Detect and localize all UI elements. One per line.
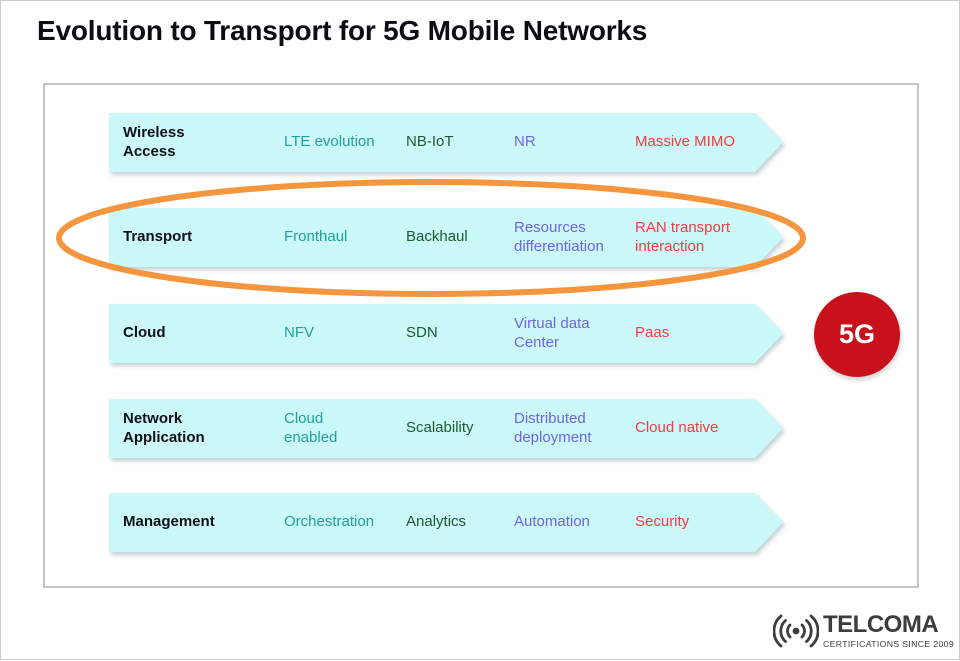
band-cloud: Cloud NFV SDN Virtual data Center Paas: [109, 304, 783, 363]
content-panel: Wireless Access LTE evolution NB-IoT NR …: [43, 83, 919, 588]
row-label: Cloud: [123, 324, 166, 342]
row-item: Scalability: [406, 419, 474, 437]
row-label: Management: [123, 513, 215, 531]
radio-signal-icon: [773, 614, 819, 648]
band-transport: Transport Fronthaul Backhaul Resources d…: [109, 208, 783, 267]
arrow-band: Network Application Cloud enabled Scalab…: [109, 399, 783, 458]
row-item: NFV: [284, 324, 314, 342]
row-item: Paas: [635, 324, 670, 342]
row-item: Automation: [514, 513, 590, 531]
row-item: Distributed deployment: [514, 410, 592, 446]
row-item: SDN: [406, 324, 438, 342]
arrow-band: Cloud NFV SDN Virtual data Center Paas: [109, 304, 783, 363]
band-network-application: Network Application Cloud enabled Scalab…: [109, 399, 783, 458]
logo-tagline: CERTIFICATIONS SINCE 2009: [823, 639, 955, 649]
row-item: Resources differentiation: [514, 219, 604, 255]
row-item: NR: [514, 133, 536, 151]
band-wireless-access: Wireless Access LTE evolution NB-IoT NR …: [109, 113, 783, 172]
row-item: Analytics: [406, 513, 467, 531]
row-item: Massive MIMO: [635, 133, 736, 151]
arrow-band: Wireless Access LTE evolution NB-IoT NR …: [109, 113, 783, 172]
row-item: Cloud enabled: [284, 410, 338, 446]
logo-text: TELCOMA CERTIFICATIONS SINCE 2009: [823, 611, 955, 650]
row-item: Backhaul: [406, 228, 468, 246]
arrow-band: Management Orchestration Analytics Autom…: [109, 493, 783, 552]
band-management: Management Orchestration Analytics Autom…: [109, 493, 783, 552]
arrow-band: Transport Fronthaul Backhaul Resources d…: [109, 208, 783, 267]
row-item: Fronthaul: [284, 228, 348, 246]
badge-5g-label: 5G: [838, 319, 876, 349]
row-item: Orchestration: [284, 513, 375, 531]
row-label: Network Application: [123, 410, 205, 446]
row-item: Virtual data Center: [514, 315, 590, 351]
row-item: Security: [635, 513, 690, 531]
row-label: Wireless Access: [123, 124, 185, 160]
row-label: Transport: [123, 228, 193, 246]
page-title: Evolution to Transport for 5G Mobile Net…: [37, 15, 648, 46]
badge-5g: 5G: [814, 292, 900, 377]
logo-brand: TELCOMA: [823, 611, 939, 638]
row-item: LTE evolution: [284, 133, 375, 151]
row-item: NB-IoT: [406, 133, 454, 151]
row-item: Cloud native: [635, 419, 719, 437]
telcoma-logo: TELCOMA CERTIFICATIONS SINCE 2009: [773, 607, 954, 655]
row-item: RAN transport interaction: [635, 219, 731, 255]
